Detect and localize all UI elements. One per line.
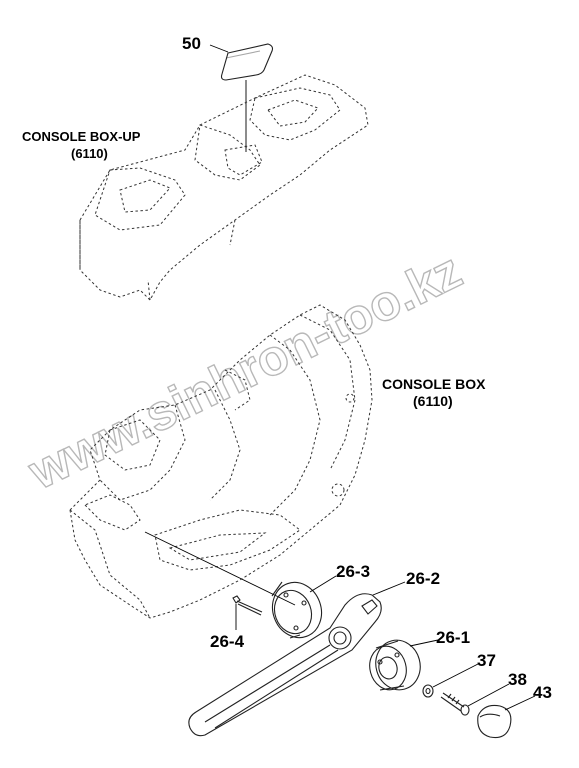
leader-50-top bbox=[209, 44, 229, 53]
label-26-3: 26-3 bbox=[336, 562, 370, 581]
part-26-3-cap bbox=[271, 581, 323, 639]
label-console-box: CONSOLE BOX bbox=[382, 376, 486, 392]
label-26-1: 26-1 bbox=[436, 628, 470, 647]
console-box-outline bbox=[69, 304, 373, 619]
label-37: 37 bbox=[477, 651, 496, 670]
part-26-1-knob bbox=[369, 639, 421, 691]
part-37-washer bbox=[422, 684, 434, 698]
part-38-bolt bbox=[440, 692, 470, 716]
label-console-box-up-code: (6110) bbox=[71, 146, 108, 161]
part-50-pad bbox=[220, 43, 274, 81]
leader-43 bbox=[504, 695, 536, 711]
leader-26-3 bbox=[309, 575, 337, 593]
leader-37 bbox=[432, 663, 479, 688]
label-43: 43 bbox=[533, 683, 552, 702]
console-box-up-outline bbox=[79, 74, 369, 301]
leader-26-2 bbox=[372, 581, 406, 596]
leader-26-1 bbox=[409, 639, 439, 647]
watermark: www.sinhron-too.kz bbox=[19, 242, 470, 500]
part-43-end-cap bbox=[477, 704, 512, 739]
label-50: 50 bbox=[182, 34, 201, 53]
label-26-2: 26-2 bbox=[406, 569, 440, 588]
label-26-4: 26-4 bbox=[210, 632, 245, 651]
part-26-4-screw bbox=[232, 595, 263, 616]
leader-38 bbox=[467, 683, 510, 707]
label-console-box-up: CONSOLE BOX-UP bbox=[22, 129, 141, 144]
part-26-2-lever bbox=[188, 593, 382, 737]
assembly-axis-line bbox=[144, 531, 296, 606]
label-console-box-code: (6110) bbox=[413, 393, 453, 409]
label-38: 38 bbox=[508, 670, 527, 689]
